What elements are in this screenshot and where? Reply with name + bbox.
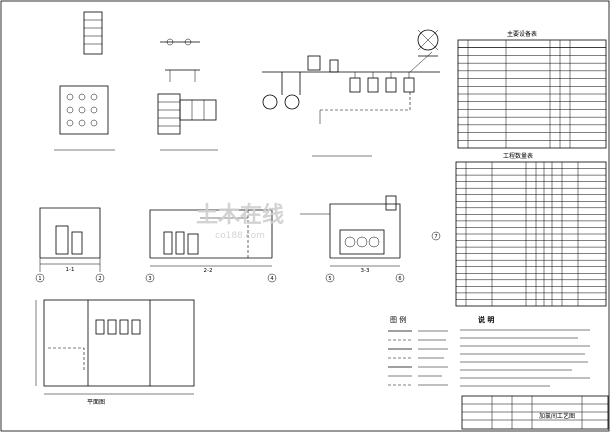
plan-view-label: 平面图 [87, 399, 105, 406]
title-block: 加氯间工艺图 [461, 395, 609, 430]
section-3-label: 3-3 [361, 268, 370, 274]
axis-marker-4: 4 [270, 276, 273, 282]
axis-marker-5: 5 [328, 276, 331, 282]
tank-plan-detail [54, 85, 115, 151]
quantity-table-rows [456, 168, 606, 300]
section-2-label: 2-2 [204, 268, 213, 274]
equipment-table: 主要设备表 [457, 30, 607, 149]
fan-symbol [417, 29, 439, 57]
stair-plan-detail [157, 93, 218, 151]
watermark-mark: 土木在线 [196, 202, 284, 228]
quantity-table: 工程数量表 [455, 152, 607, 307]
watermark: 土木在线 co188.com [196, 202, 284, 241]
notes: 说 明 [460, 315, 590, 387]
axis-marker-2: 2 [98, 276, 101, 282]
pipe-detail-a [160, 38, 200, 82]
section-1-1: 1-1 [39, 207, 101, 273]
equipment-table-title: 主要设备表 [507, 30, 537, 38]
cylinder-a [262, 94, 278, 110]
section-2-2: 2-2 [149, 209, 273, 274]
process-diagram [262, 29, 440, 157]
axis-marker-1: 1 [38, 276, 41, 282]
drawing-title: 加氯间工艺图 [539, 412, 575, 420]
legend: 图 例 [388, 315, 448, 386]
equipment-table-rows [458, 47, 606, 141]
quantity-table-title: 工程数量表 [503, 152, 533, 160]
section-1-label: 1-1 [66, 267, 75, 273]
axis-marker-3: 3 [148, 276, 151, 282]
axis-markers: 1 2 3 4 5 6 7 [35, 231, 441, 283]
cylinder-b [284, 94, 300, 110]
plan-view: 平面图 [35, 299, 195, 406]
legend-title: 图 例 [390, 315, 406, 324]
wall-detail [83, 11, 103, 55]
watermark-site: co188.com [215, 231, 265, 241]
section-3-3: 3-3 [300, 195, 401, 274]
axis-marker-6: 6 [398, 276, 401, 282]
axis-marker-7: 7 [434, 234, 437, 240]
notes-heading: 说 明 [478, 315, 494, 324]
